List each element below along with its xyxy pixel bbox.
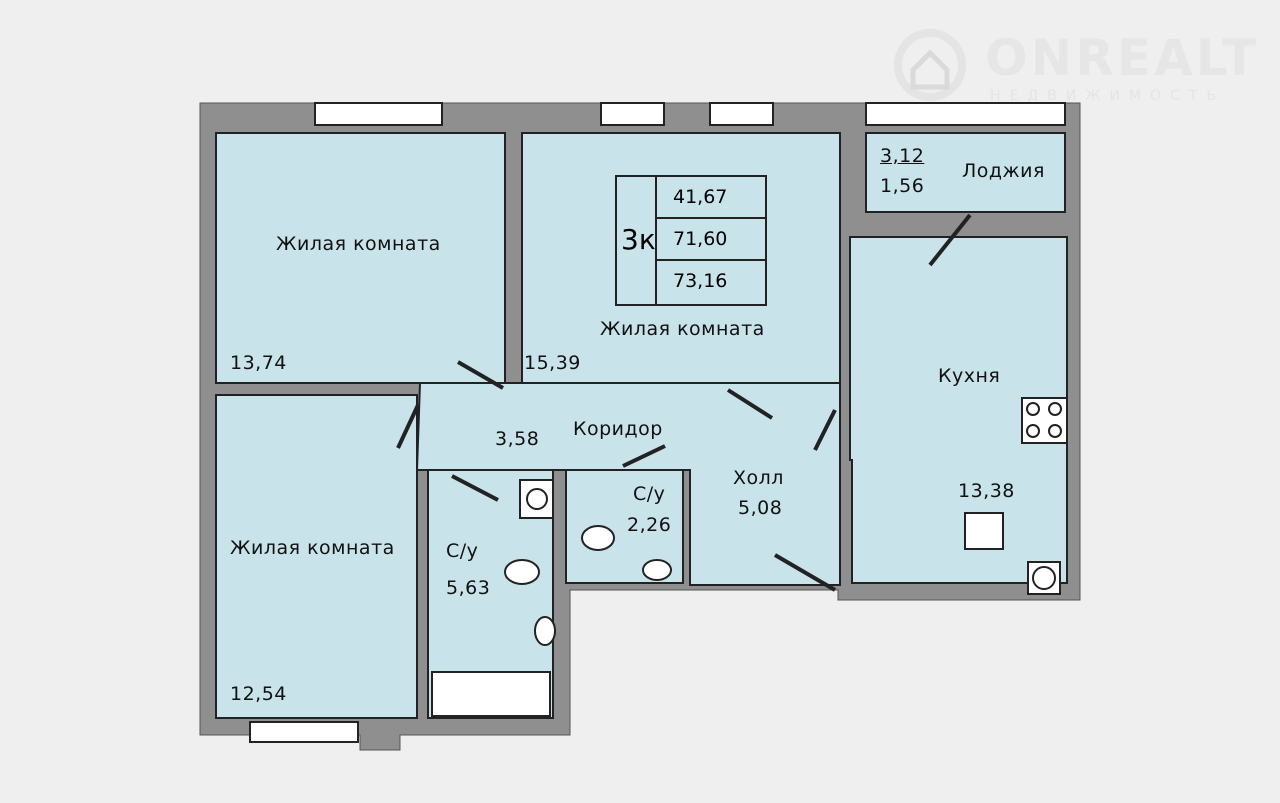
door [456,360,505,390]
kitchen-floor [849,236,1068,584]
corridor-area: 3,58 [495,428,540,450]
room-2-name: Жилая комната [600,318,765,340]
loggia-area: 3,12 [880,145,925,167]
door [726,388,774,420]
corridor-name: Коридор [573,418,663,440]
window [709,102,774,126]
home-pin-icon [894,29,966,101]
room-1-floor [215,132,506,384]
room-1-area: 13,74 [230,352,287,374]
apartment-type: 3к [621,223,656,256]
logo-tagline: НЕДВИЖИМОСТЬ [990,88,1225,104]
loggia-area-reduced: 1,56 [880,175,925,197]
hall-floor [415,382,841,586]
window [314,102,443,126]
bathroom-name: С/у [446,540,479,562]
toilet [581,525,615,551]
washbasin [642,559,672,581]
kitchen-area: 13,38 [958,480,1015,502]
window [600,102,665,126]
room-3-area: 12,54 [230,683,287,705]
door [622,444,666,468]
door [451,474,499,502]
wc-name: С/у [633,483,666,505]
room-2-area: 15,39 [524,352,581,374]
kitchen-name: Кухня [938,365,1001,387]
logo-name: ONREALT [985,29,1260,87]
hall-name: Холл [733,467,784,489]
washer [519,479,554,519]
washbasin [534,616,556,646]
living-area: 41,67 [657,177,767,219]
total-with-loggia: 73,16 [673,270,728,292]
hall-area: 5,08 [738,497,783,519]
door [773,553,837,592]
wc-area: 2,26 [627,514,672,536]
sink [964,512,1004,550]
door [928,213,972,267]
window [249,721,359,743]
door [396,404,420,449]
bathtub [431,671,551,717]
room-1-name: Жилая комната [276,233,441,255]
loggia-floor [865,132,1066,213]
room-3-floor [215,394,418,719]
door [813,409,837,451]
apartment-info-box: 3к 41,67 71,60 73,16 [615,175,767,306]
bathroom-area: 5,63 [446,577,491,599]
onrealt-logo: ONREALT НЕДВИЖИМОСТЬ [885,25,1256,119]
loggia-name: Лоджия [962,160,1045,182]
total-area: 71,60 [657,219,767,261]
room-3-name: Жилая комната [230,537,395,559]
window [865,102,1066,126]
toilet [504,559,540,585]
